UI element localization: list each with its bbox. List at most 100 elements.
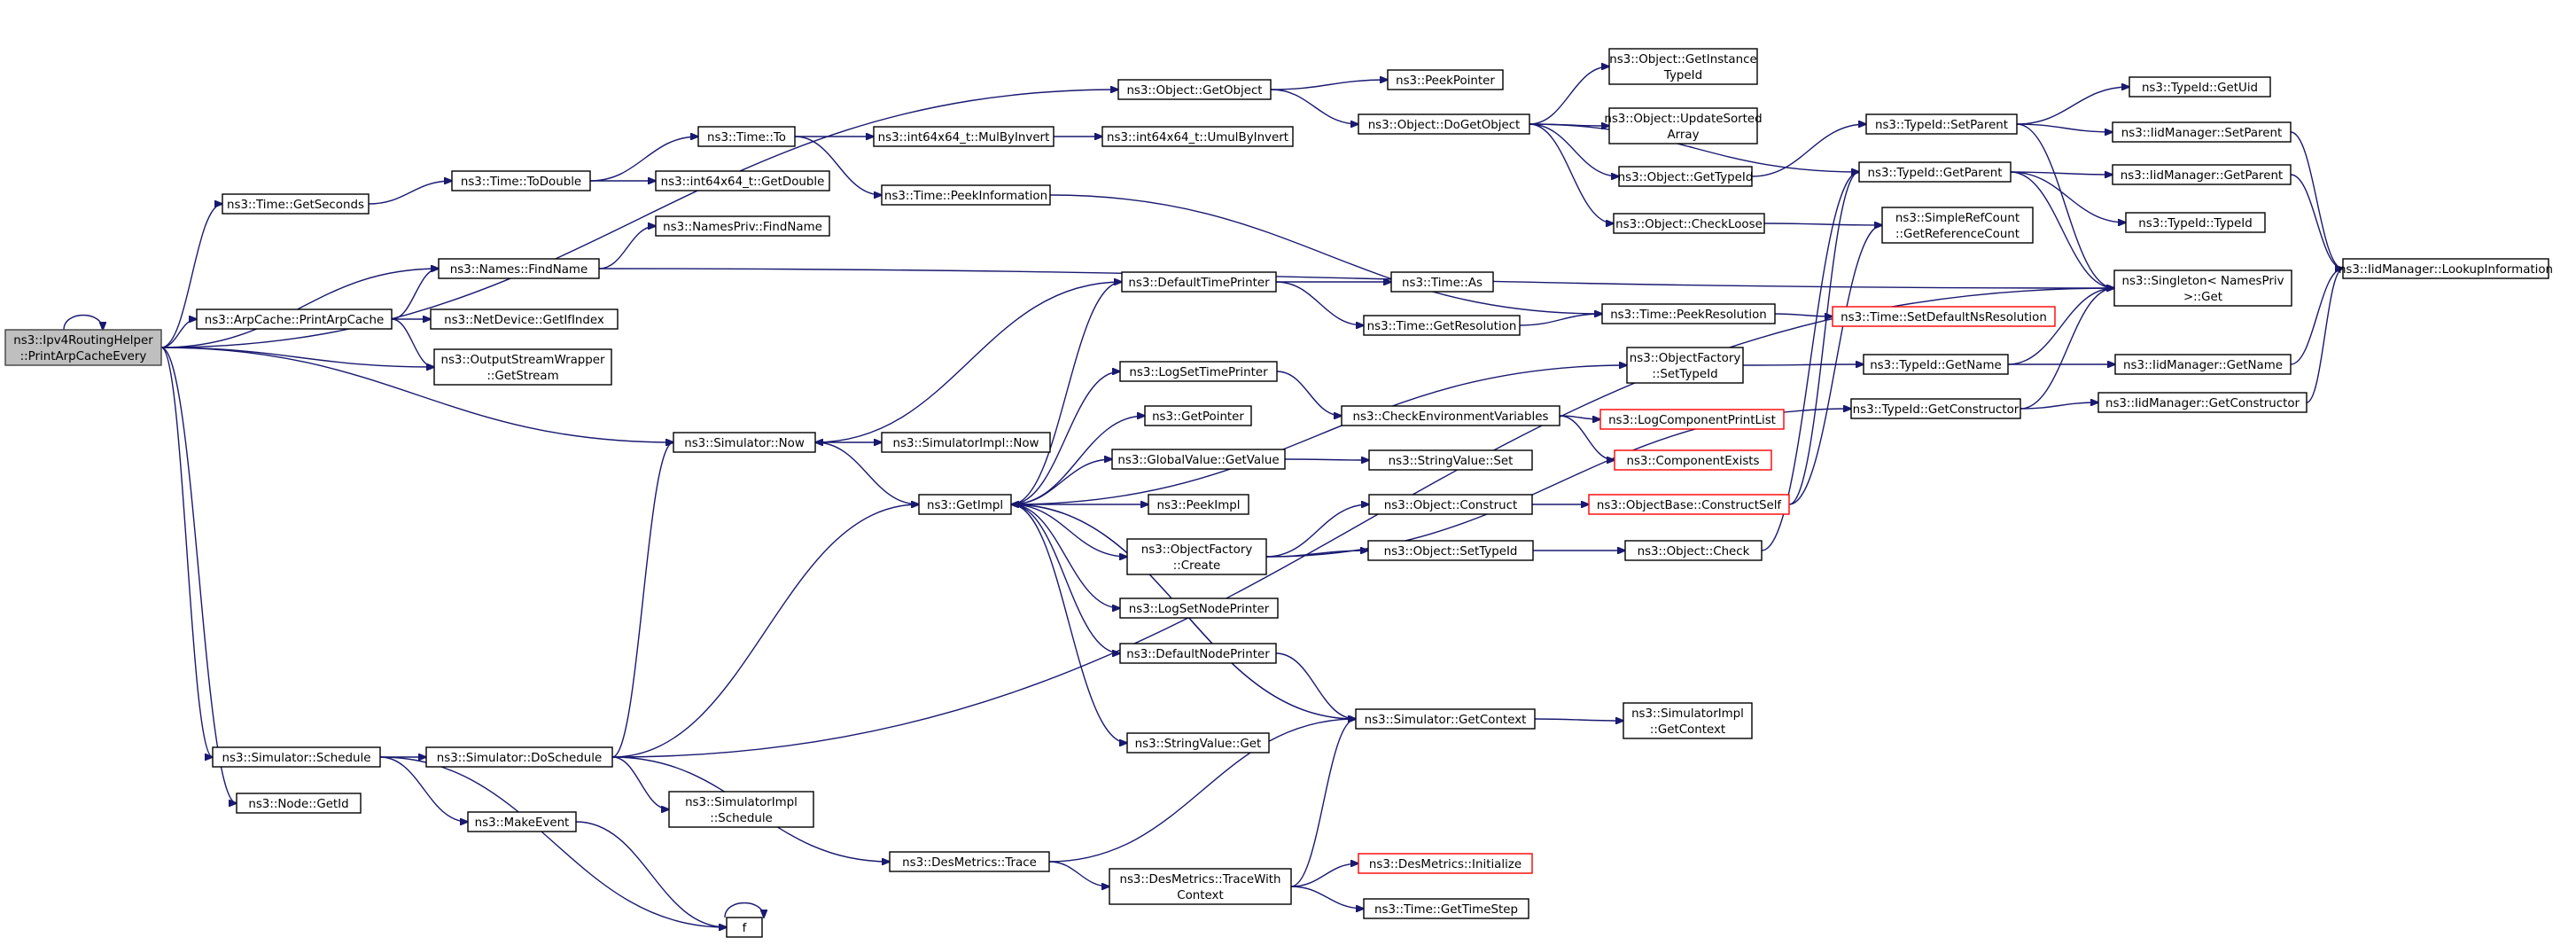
node-layer: ns3::Ipv4RoutingHelper::PrintArpCacheEve… (4, 48, 2553, 938)
node-label: ns3::Object::CheckLoose (1615, 218, 1763, 231)
node-label: ns3::Time::GetResolution (1367, 320, 1517, 333)
node-box (1117, 79, 1272, 100)
node-box (1119, 361, 1278, 382)
graph-node-makeevent[interactable]: ns3::MakeEvent (467, 811, 577, 832)
graph-node-simimplgetcontext[interactable]: ns3::SimulatorImpl::GetContext (1623, 702, 1753, 739)
graph-node-getimpl[interactable]: ns3::GetImpl (918, 494, 1012, 515)
graph-node-getparent[interactable]: ns3::TypeId::GetParent (1858, 161, 2012, 183)
edge-f-to-f (724, 902, 764, 918)
graph-node-peekinformation[interactable]: ns3::Time::PeekInformation (881, 184, 1051, 206)
graph-node-namesprivfind[interactable]: ns3::NamesPriv::FindName (655, 215, 830, 237)
graph-node-stringvalueset[interactable]: ns3::StringValue::Set (1368, 449, 1533, 471)
graph-node-umulbyinvert[interactable]: ns3::int64x64_t::UmulByInvert (1101, 126, 1294, 147)
edge-iidsetparent-to-lookupinfo (2290, 131, 2343, 269)
node-box (668, 791, 814, 828)
node-box (451, 170, 591, 191)
graph-node-peekresolution[interactable]: ns3::Time::PeekResolution (1601, 303, 1776, 324)
node-label: ns3::Object::SetTypeId (1384, 545, 1518, 558)
graph-node-getresolution[interactable]: ns3::Time::GetResolution (1363, 315, 1521, 336)
graph-node-constructself[interactable]: ns3::ObjectBase::ConstructSelf (1588, 494, 1790, 515)
node-box (1626, 347, 1744, 384)
graph-node-getobject[interactable]: ns3::Object::GetObject (1117, 79, 1272, 100)
graph-node-peekpointer[interactable]: ns3::PeekPointer (1387, 69, 1504, 90)
edge-makeevent-to-f (575, 821, 727, 927)
graph-node-compexists[interactable]: ns3::ComponentExists (1614, 449, 1772, 471)
graph-node-peekimpl[interactable]: ns3::PeekImpl (1148, 494, 1249, 515)
graph-node-singleton[interactable]: ns3::Singleton< NamesPriv >::Get (2113, 269, 2292, 307)
graph-node-gvgetvalue[interactable]: ns3::GlobalValue::GetValue (1111, 449, 1286, 470)
graph-node-iidgetctor[interactable]: ns3::IidManager::GetConstructor (2097, 392, 2308, 413)
edge-dogetobject-to-getinstancetypeid (1529, 66, 1609, 125)
node-box (1355, 708, 1536, 730)
graph-node-mulbyinvert[interactable]: ns3::int64x64_t::MulByInvert (873, 126, 1055, 147)
graph-node-lookupinfo[interactable]: ns3::IidManager::LookupInformation (2339, 258, 2553, 279)
node-box (1144, 405, 1252, 426)
graph-node-logsettimeprinter[interactable]: ns3::LogSetTimePrinter (1119, 361, 1278, 382)
node-box (1387, 69, 1504, 90)
graph-node-simschedule[interactable]: ns3::Simulator::Schedule (212, 746, 381, 768)
node-label: ns3::Simulator::GetContext (1365, 714, 1527, 727)
graph-node-timeas[interactable]: ns3::Time::As (1390, 271, 1494, 293)
node-label: ns3::Simulator::DoSchedule (437, 752, 602, 765)
graph-node-namesfind[interactable]: ns3::Names::FindName (438, 258, 600, 279)
graph-node-ofcreate[interactable]: ns3::ObjectFactory::Create (1126, 538, 1267, 575)
graph-node-root[interactable]: ns3::Ipv4RoutingHelper::PrintArpCacheEve… (4, 329, 162, 366)
graph-node-ofsettypeid[interactable]: ns3::ObjectFactory::SetTypeId (1626, 347, 1744, 384)
graph-node-defaulttimeprinter[interactable]: ns3::DefaultTimePrinter (1121, 271, 1277, 293)
graph-node-objgettypeid[interactable]: ns3::Object::GetTypeId (1618, 166, 1754, 187)
graph-node-simgetcontext[interactable]: ns3::Simulator::GetContext (1355, 708, 1536, 730)
graph-node-objsettypeid[interactable]: ns3::Object::SetTypeId (1367, 540, 1534, 561)
graph-node-simimplnow[interactable]: ns3::SimulatorImpl::Now (881, 432, 1051, 453)
graph-node-logcompprint[interactable]: ns3::LogComponentPrintList (1599, 409, 1785, 430)
graph-node-simimplschedule[interactable]: ns3::SimulatorImpl::Schedule (668, 791, 814, 828)
graph-node-typeidgetname[interactable]: ns3::TypeId::GetName (1863, 354, 2009, 375)
graph-node-printarpcache[interactable]: ns3::ArpCache::PrintArpCache (196, 308, 393, 330)
node-box (2097, 392, 2308, 413)
graph-node-simdoschedule[interactable]: ns3::Simulator::DoSchedule (425, 746, 613, 768)
edge-checkloose-to-simplerefcount (1763, 223, 1882, 225)
graph-node-typeidctor[interactable]: ns3::TypeId::TypeId (2125, 212, 2266, 233)
node-box (1608, 48, 1758, 85)
graph-node-defaultnodeprinter[interactable]: ns3::DefaultNodePrinter (1119, 643, 1277, 664)
graph-node-typeidgetctor[interactable]: ns3::TypeId::GetConstructor (1850, 398, 2021, 419)
graph-node-logsetnodeprinter[interactable]: ns3::LogSetNodePrinter (1119, 597, 1279, 619)
edge-tracewithcontext-to-simgetcontext (1290, 719, 1356, 887)
node-label: ns3::TypeId::GetName (1870, 359, 2002, 372)
graph-node-checkloose[interactable]: ns3::Object::CheckLoose (1613, 213, 1765, 234)
edge-root-to-timegetseconds (160, 204, 222, 348)
graph-node-timeto[interactable]: ns3::Time::To (697, 126, 796, 147)
node-label: ns3::OutputStreamWrapper (440, 354, 605, 367)
graph-node-timetodouble[interactable]: ns3::Time::ToDouble (451, 170, 591, 191)
graph-node-iidsetparent[interactable]: ns3::IidManager::SetParent (2112, 121, 2292, 143)
graph-node-iidgetname[interactable]: ns3::IidManager::GetName (2114, 354, 2292, 375)
graph-node-f[interactable]: f (726, 917, 763, 938)
node-box (1390, 271, 1494, 293)
graph-node-checkenv[interactable]: ns3::CheckEnvironmentVariables (1341, 405, 1560, 426)
edge-defaultnodeprinter-to-simgetcontext (1275, 652, 1356, 719)
node-box (1367, 540, 1534, 561)
graph-node-setparent[interactable]: ns3::TypeId::SetParent (1865, 113, 2018, 135)
graph-node-desmetricstrace[interactable]: ns3::DesMetrics::Trace (889, 851, 1050, 872)
graph-node-simnow[interactable]: ns3::Simulator::Now (673, 432, 816, 453)
graph-node-objcheck[interactable]: ns3::Object::Check (1624, 540, 1763, 561)
graph-node-getuid[interactable]: ns3::TypeId::GetUid (2129, 76, 2271, 98)
graph-node-simplerefcount[interactable]: ns3::SimpleRefCount::GetReferenceCount (1881, 207, 2034, 244)
graph-node-desinit[interactable]: ns3::DesMetrics::Initialize (1358, 853, 1533, 874)
graph-node-setdefaultnsres[interactable]: ns3::Time::SetDefaultNsResolution (1832, 306, 2056, 327)
graph-node-getdouble[interactable]: ns3::int64x64_t::GetDouble (655, 170, 830, 191)
graph-node-timegetseconds[interactable]: ns3::Time::GetSeconds (222, 193, 370, 215)
graph-node-objconstruct[interactable]: ns3::Object::Construct (1368, 494, 1533, 515)
graph-node-dogetobject[interactable]: ns3::Object::DoGetObject (1358, 113, 1530, 135)
graph-node-gettimestep[interactable]: ns3::Time::GetTimeStep (1363, 898, 1529, 919)
node-box (918, 494, 1012, 515)
graph-node-nodegetid[interactable]: ns3::Node::GetId (236, 793, 362, 814)
graph-node-iidgetparent[interactable]: ns3::IidManager::GetParent (2112, 164, 2292, 185)
graph-node-getifindex[interactable]: ns3::NetDevice::GetIfIndex (430, 308, 619, 330)
graph-node-getstream[interactable]: ns3::OutputStreamWrapper::GetStream (433, 348, 612, 386)
graph-node-stringvalueget[interactable]: ns3::StringValue::Get (1126, 732, 1270, 754)
graph-node-getpointer[interactable]: ns3::GetPointer (1144, 405, 1252, 426)
node-label: ns3::LogSetTimePrinter (1129, 366, 1268, 379)
